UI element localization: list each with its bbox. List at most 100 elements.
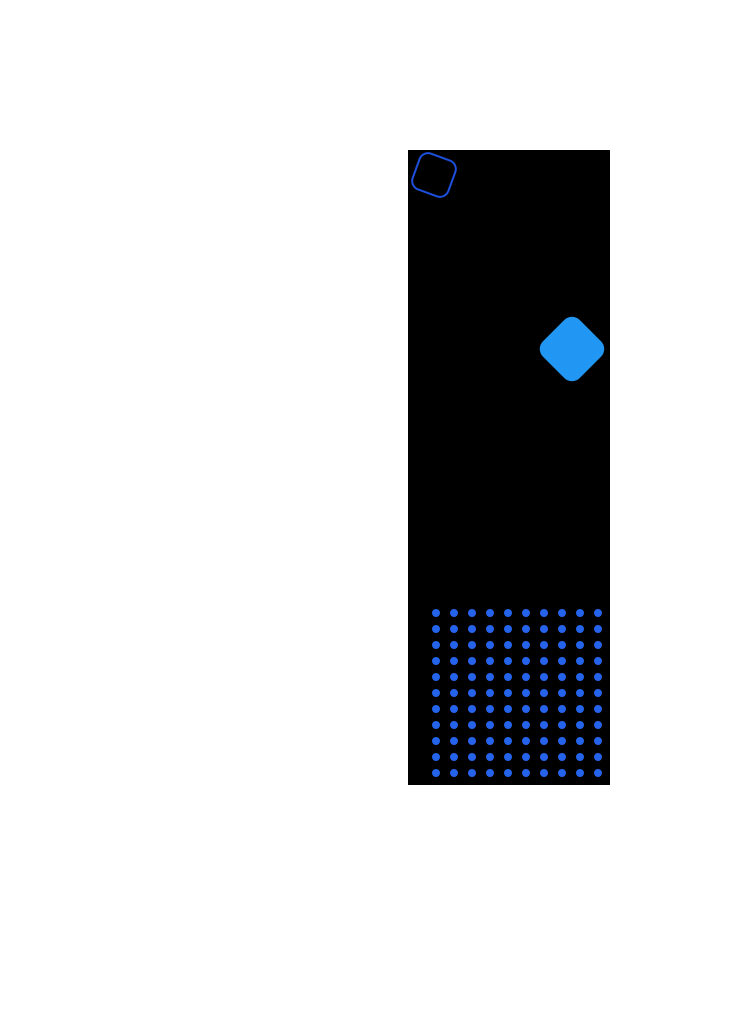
dot bbox=[432, 689, 440, 697]
dot bbox=[468, 657, 476, 665]
dot bbox=[486, 705, 494, 713]
dot bbox=[504, 721, 512, 729]
dot bbox=[594, 641, 602, 649]
dot bbox=[522, 625, 530, 633]
dot bbox=[594, 737, 602, 745]
dot bbox=[576, 769, 584, 777]
dot bbox=[450, 625, 458, 633]
dot bbox=[558, 609, 566, 617]
dot bbox=[576, 705, 584, 713]
dot bbox=[486, 769, 494, 777]
dot bbox=[432, 721, 440, 729]
dot bbox=[450, 609, 458, 617]
dot bbox=[558, 641, 566, 649]
dot bbox=[522, 641, 530, 649]
hero-panel bbox=[408, 149, 610, 785]
dot bbox=[576, 689, 584, 697]
dot bbox=[576, 609, 584, 617]
dot bbox=[468, 673, 476, 681]
dot bbox=[432, 673, 440, 681]
dot bbox=[558, 689, 566, 697]
dot bbox=[432, 769, 440, 777]
dot bbox=[540, 721, 548, 729]
dot bbox=[432, 737, 440, 745]
dot bbox=[522, 721, 530, 729]
dot bbox=[594, 705, 602, 713]
outlined-square-shape bbox=[408, 149, 460, 201]
dot bbox=[504, 705, 512, 713]
dot bbox=[540, 641, 548, 649]
dot bbox=[576, 721, 584, 729]
dot bbox=[522, 753, 530, 761]
dot bbox=[468, 705, 476, 713]
dot bbox=[468, 625, 476, 633]
dot bbox=[558, 657, 566, 665]
dot bbox=[558, 705, 566, 713]
dot bbox=[486, 721, 494, 729]
dot bbox=[468, 721, 476, 729]
dot bbox=[522, 673, 530, 681]
dot bbox=[558, 753, 566, 761]
dot bbox=[450, 721, 458, 729]
dot bbox=[432, 657, 440, 665]
dot bbox=[576, 753, 584, 761]
dot bbox=[504, 737, 512, 745]
dot bbox=[594, 769, 602, 777]
dot bbox=[504, 753, 512, 761]
dot bbox=[594, 721, 602, 729]
dot bbox=[504, 657, 512, 665]
dot bbox=[450, 769, 458, 777]
dot bbox=[486, 625, 494, 633]
dot-grid bbox=[432, 609, 602, 777]
dot bbox=[576, 641, 584, 649]
dot bbox=[540, 673, 548, 681]
dot bbox=[558, 769, 566, 777]
dot bbox=[594, 625, 602, 633]
dot bbox=[540, 689, 548, 697]
dot bbox=[486, 641, 494, 649]
dot bbox=[558, 721, 566, 729]
dot bbox=[504, 689, 512, 697]
solid-square-shape bbox=[535, 312, 609, 386]
dot bbox=[522, 609, 530, 617]
dot bbox=[558, 737, 566, 745]
dot bbox=[486, 689, 494, 697]
dot bbox=[594, 609, 602, 617]
dot bbox=[450, 737, 458, 745]
dot bbox=[432, 625, 440, 633]
dot bbox=[432, 641, 440, 649]
dot bbox=[540, 737, 548, 745]
dot bbox=[540, 753, 548, 761]
dot bbox=[450, 673, 458, 681]
dot bbox=[540, 657, 548, 665]
dot bbox=[522, 705, 530, 713]
dot bbox=[540, 625, 548, 633]
dot bbox=[522, 737, 530, 745]
dot bbox=[450, 753, 458, 761]
dot bbox=[468, 769, 476, 777]
dot bbox=[522, 769, 530, 777]
dot bbox=[504, 625, 512, 633]
dot bbox=[432, 705, 440, 713]
dot bbox=[594, 689, 602, 697]
dot bbox=[576, 673, 584, 681]
dot bbox=[504, 609, 512, 617]
dot bbox=[468, 753, 476, 761]
dot bbox=[450, 689, 458, 697]
dot bbox=[432, 753, 440, 761]
dot bbox=[450, 641, 458, 649]
dot bbox=[576, 657, 584, 665]
dot bbox=[468, 689, 476, 697]
dot bbox=[468, 609, 476, 617]
dot bbox=[558, 625, 566, 633]
dot bbox=[486, 673, 494, 681]
dot bbox=[594, 657, 602, 665]
dot bbox=[540, 769, 548, 777]
dot bbox=[594, 673, 602, 681]
dot bbox=[522, 657, 530, 665]
dot bbox=[486, 753, 494, 761]
dot bbox=[522, 689, 530, 697]
dot bbox=[468, 737, 476, 745]
dot bbox=[486, 609, 494, 617]
